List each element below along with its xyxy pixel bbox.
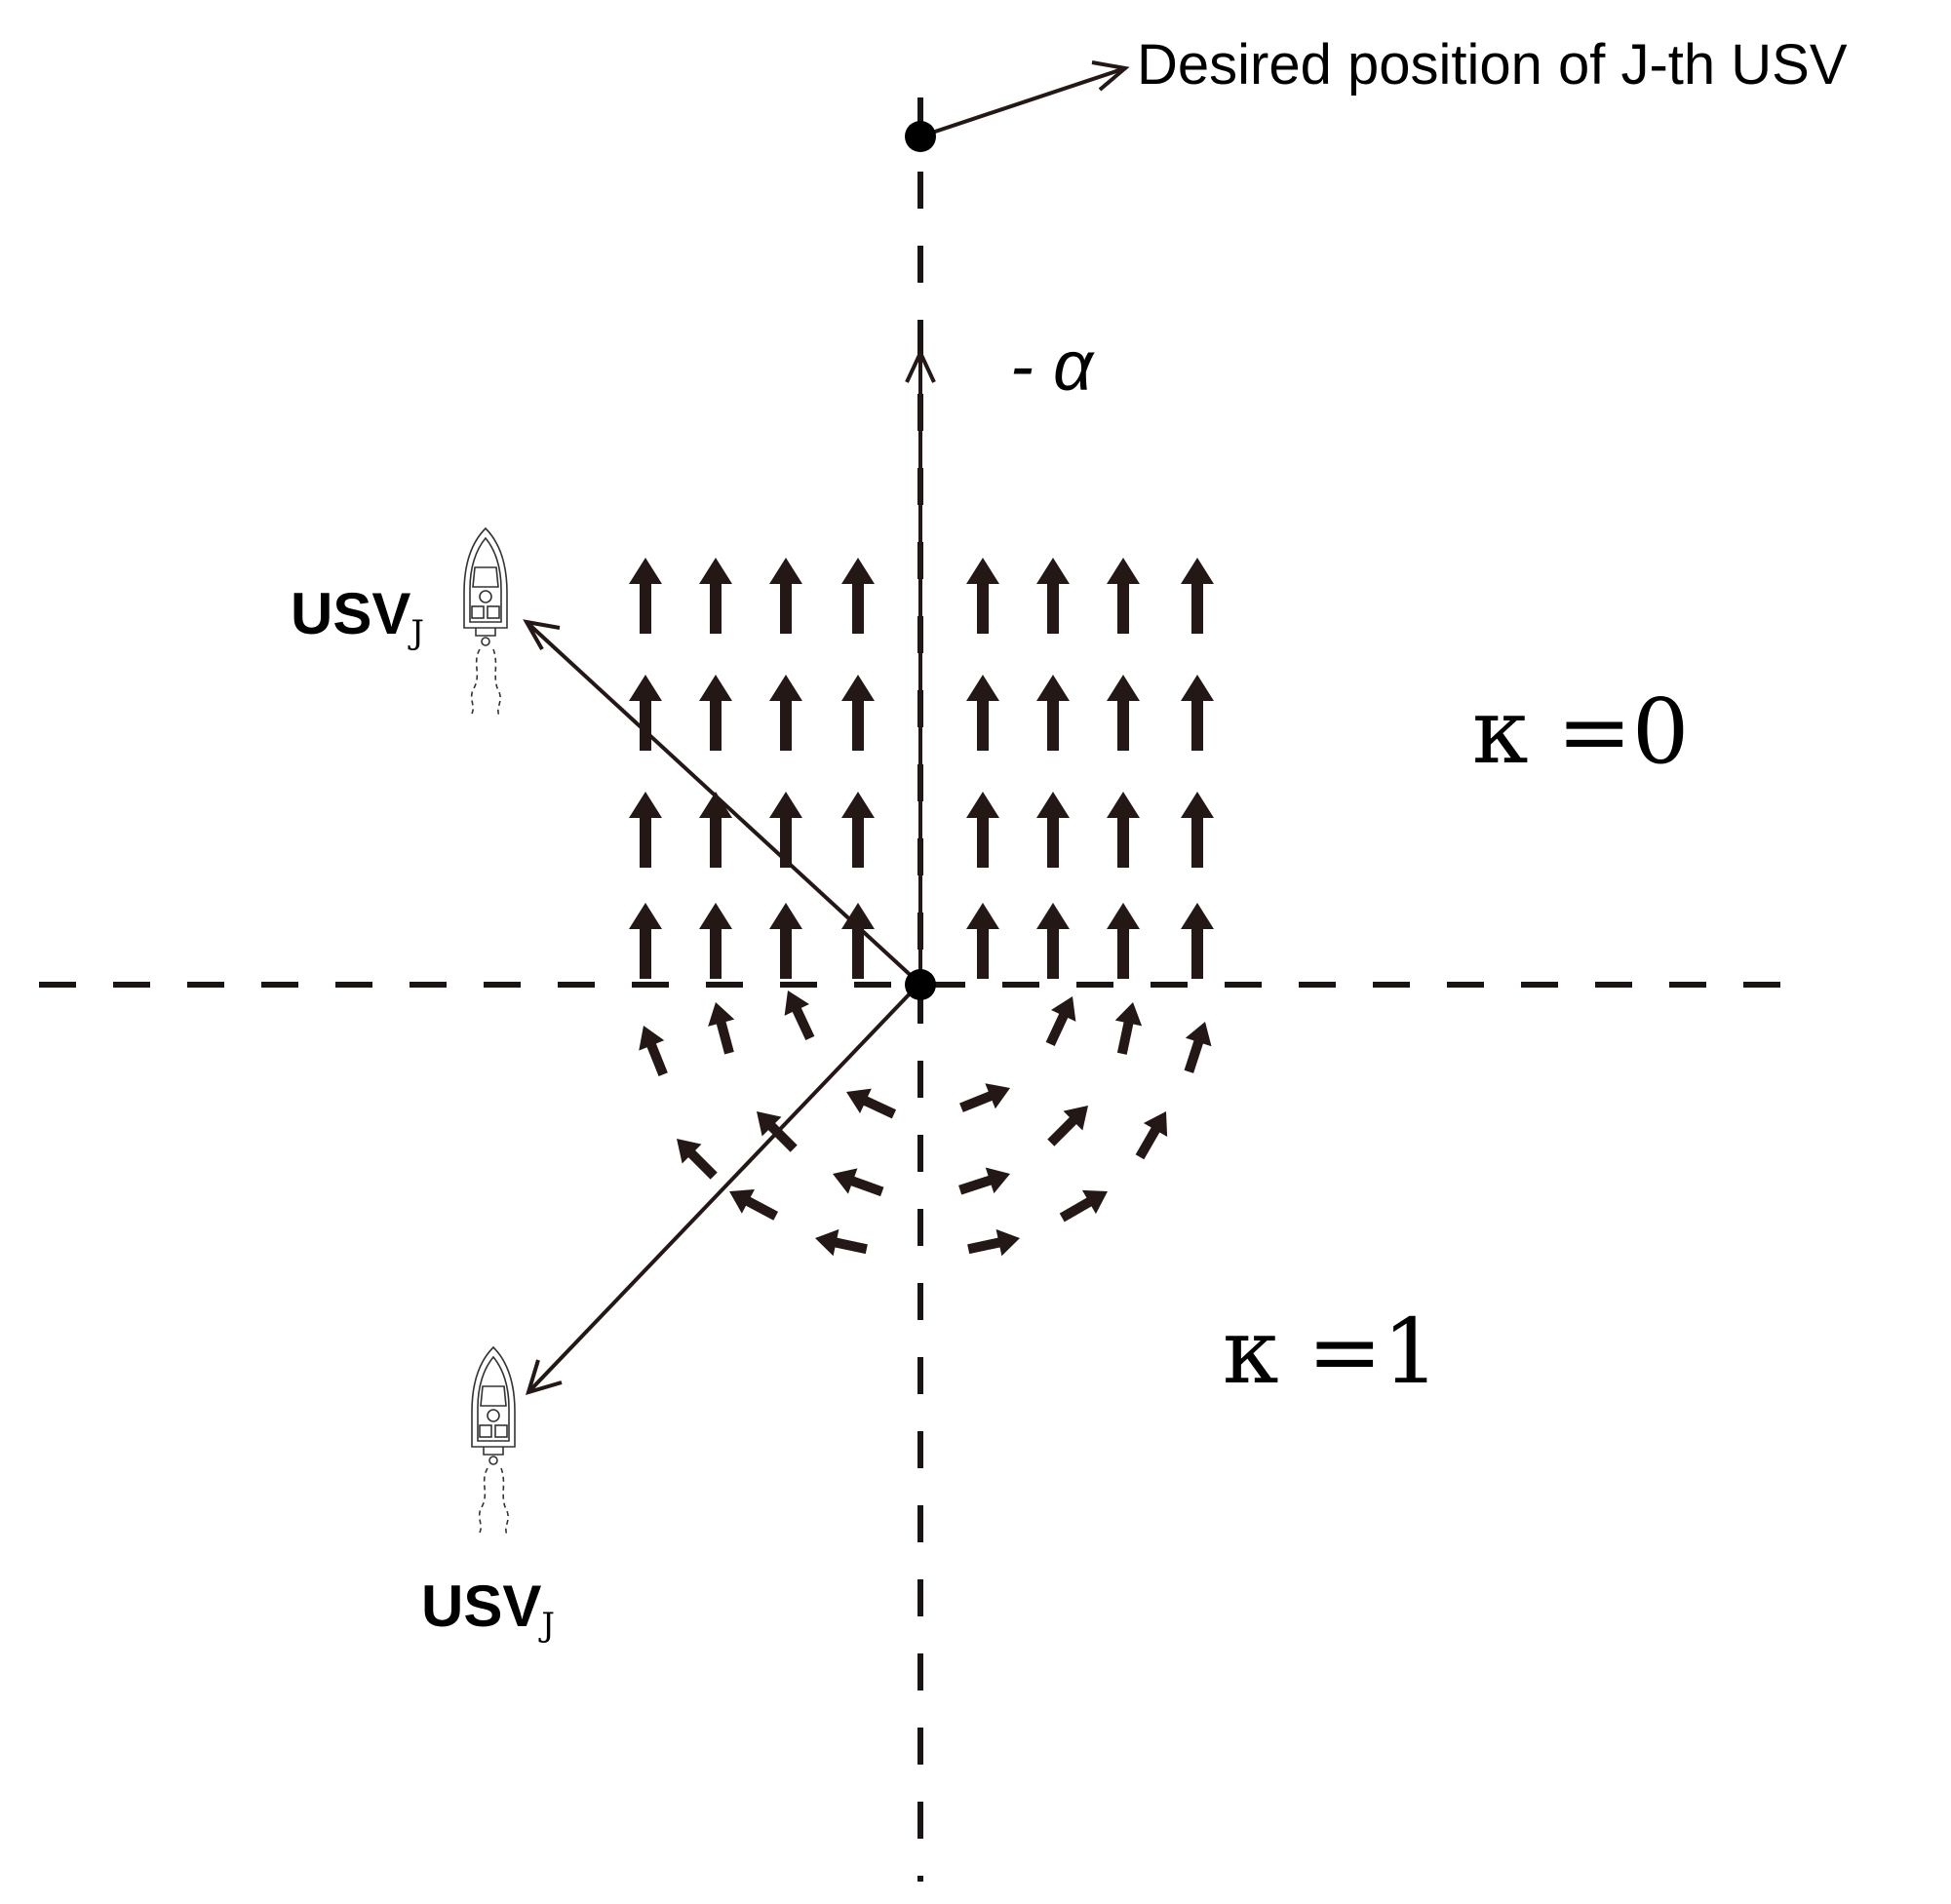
field-arrow xyxy=(699,903,732,979)
field-arrow xyxy=(828,1160,887,1205)
field-arrow xyxy=(966,675,999,751)
field-arrow xyxy=(956,1160,1015,1204)
field-arrow xyxy=(775,985,823,1044)
field-arrow xyxy=(769,792,802,868)
field-arrow xyxy=(1036,903,1070,979)
field-arrow xyxy=(629,792,662,868)
arrow-to-lower-usv xyxy=(526,985,918,1395)
field-arrow xyxy=(1040,1096,1098,1153)
usv-upper-main: USV xyxy=(291,581,410,646)
field-arrow xyxy=(722,1179,783,1228)
field-arrow xyxy=(840,1079,900,1127)
field-arrow xyxy=(965,1224,1023,1263)
desired-position-label: Desired position of J-th USV xyxy=(1137,33,1848,97)
field-arrow xyxy=(629,675,662,751)
field-arrow xyxy=(1036,792,1070,868)
usv-lower-label: USVJ xyxy=(421,1574,555,1645)
field-arrow xyxy=(699,558,732,634)
kappa-one-label: κ =1 xyxy=(1223,1300,1439,1404)
usv-boat-icon xyxy=(463,527,508,717)
field-arrow xyxy=(699,675,732,751)
circulating-vector-field xyxy=(631,985,1219,1263)
field-arrow xyxy=(1181,558,1214,634)
field-arrow xyxy=(1107,675,1140,751)
field-arrow xyxy=(667,1129,724,1186)
desired-position-dot xyxy=(905,121,936,152)
field-arrow xyxy=(1107,903,1140,979)
field-arrow xyxy=(1055,1179,1114,1230)
origin-dot xyxy=(905,969,936,1000)
field-arrow xyxy=(956,1075,1016,1121)
usv-boat-icon xyxy=(471,1346,516,1535)
field-arrow xyxy=(966,903,999,979)
field-arrow xyxy=(1127,1105,1179,1164)
field-arrow xyxy=(966,792,999,868)
field-arrow xyxy=(841,792,875,868)
field-arrow xyxy=(1036,675,1070,751)
usv-lower-subscript: J xyxy=(538,1606,555,1645)
field-arrow xyxy=(812,1224,870,1263)
field-arrow xyxy=(702,998,743,1057)
field-arrow xyxy=(841,675,875,751)
field-arrow xyxy=(1175,1017,1219,1076)
field-arrow xyxy=(966,558,999,634)
desired-position-pointer xyxy=(919,60,1130,138)
field-arrow xyxy=(1181,792,1214,868)
field-arrow xyxy=(769,558,802,634)
field-arrow xyxy=(769,903,802,979)
usv-upper-subscript: J xyxy=(408,613,424,652)
arrow-to-upper-usv xyxy=(523,619,918,983)
field-arrow xyxy=(747,1102,804,1159)
field-arrow xyxy=(699,792,732,868)
field-arrow xyxy=(841,558,875,634)
usv-lower-main: USV xyxy=(421,1574,541,1639)
minus-alpha-direction-arrow xyxy=(905,348,936,983)
field-arrow xyxy=(629,558,662,634)
field-arrow xyxy=(769,675,802,751)
field-arrow xyxy=(1181,903,1214,979)
field-arrow xyxy=(1107,558,1140,634)
field-arrow xyxy=(631,1020,677,1080)
usv-upper-label: USVJ xyxy=(291,581,424,652)
minus-alpha-label: - α xyxy=(1010,328,1095,406)
field-arrow xyxy=(1036,558,1070,634)
field-arrow xyxy=(1181,675,1214,751)
field-arrow xyxy=(1107,792,1140,868)
field-arrow xyxy=(629,903,662,979)
kappa-zero-label: κ =0 xyxy=(1472,680,1689,784)
field-arrow xyxy=(1037,991,1085,1050)
field-arrow xyxy=(1109,999,1147,1057)
